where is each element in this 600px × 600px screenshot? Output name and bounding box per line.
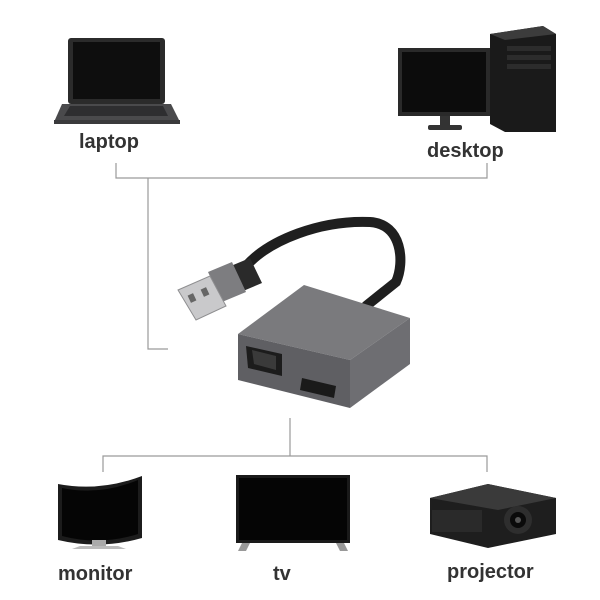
usb-a-plug — [177, 275, 227, 321]
tv-icon — [236, 475, 350, 551]
desktop-label: desktop — [427, 140, 504, 162]
usb-to-hdmi-vga-adapter — [177, 216, 410, 408]
laptop-label: laptop — [79, 131, 139, 153]
bottom-connector-line — [102, 455, 488, 472]
projector-icon — [430, 484, 556, 548]
desktop-icon — [398, 26, 556, 132]
adapter-body-top — [238, 285, 410, 360]
adapter-cable — [242, 216, 406, 311]
top-connector-line — [115, 163, 488, 179]
hdmi-port — [300, 378, 336, 398]
adapter-body-side — [350, 318, 410, 408]
tv-label: tv — [273, 563, 291, 585]
projector-label: projector — [447, 561, 534, 583]
connector-lines — [102, 163, 488, 472]
monitor-label: monitor — [58, 563, 133, 585]
laptop-icon — [54, 38, 180, 124]
monitor-icon — [58, 476, 142, 549]
left-vertical-connector — [147, 178, 168, 350]
